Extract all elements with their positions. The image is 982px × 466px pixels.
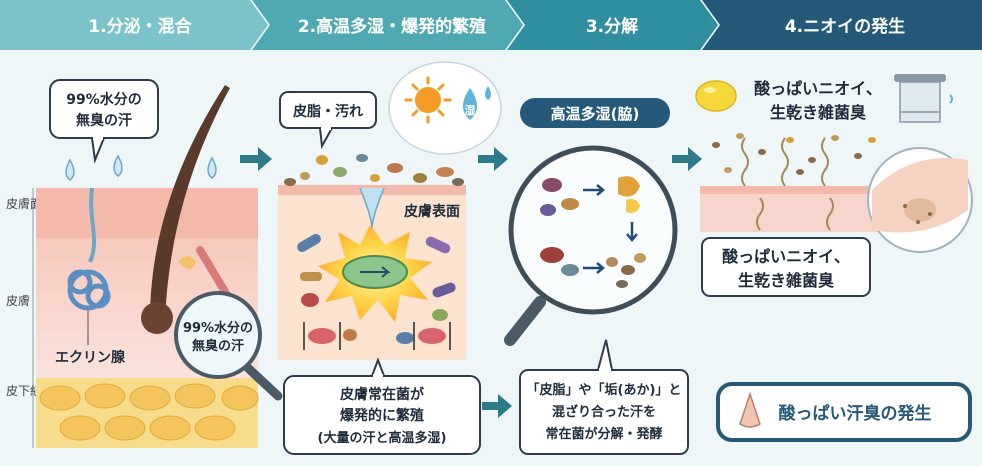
- lemon-icon: [695, 80, 737, 112]
- odor-waves: [741, 137, 834, 231]
- sweat-callout-line2: 無臭の汗: [76, 112, 132, 129]
- panel-3-decomposition: 高温多湿(脇) 「皮脂」や「垢(あか)」と: [504, 98, 689, 455]
- magnifier-icon: 99%水分の 無臭の汗: [174, 291, 283, 401]
- step-4-chevron: [702, 0, 982, 50]
- magnifier-line2: 無臭の汗: [192, 338, 244, 354]
- decomposition-bacteria: [540, 176, 646, 288]
- proliferation-caption-line2: 爆発的に繁殖: [340, 407, 424, 424]
- humidity-icon-label: 湿: [465, 103, 476, 117]
- armpit-title-badge: 高温多湿(脇): [520, 98, 670, 128]
- arrow-right-icon: [482, 394, 512, 418]
- skin-layer-surface-label: 皮膚面: [6, 196, 42, 211]
- proliferation-caption-line1: 皮膚常在菌が: [339, 386, 425, 403]
- proliferation-caption-line3: (大量の汗と高温多湿): [318, 430, 447, 446]
- dirt-callout-label: 皮脂・汚れ: [292, 103, 363, 120]
- weather-bubble: 湿: [388, 61, 502, 155]
- odor-mid-callout: 酸っぱいニオイ、 生乾き雑菌臭: [701, 237, 871, 297]
- sweat-drops: [65, 154, 217, 181]
- decomposition-caption-line2: 混ざり合った汗を: [552, 404, 656, 420]
- surface-particles: [284, 154, 464, 186]
- step-2-label: 2.高温多湿・爆発的繁殖: [298, 16, 486, 37]
- sweat-callout: 99%水分の 無臭の汗: [49, 79, 159, 164]
- process-arrows: [583, 184, 638, 274]
- decomposition-caption: 「皮脂」や「垢(あか)」と 混ざり合った汗を 常在菌が分解・発酵: [519, 339, 689, 455]
- step-2-chevron: [252, 0, 523, 50]
- arrow-right-icon: [240, 147, 272, 171]
- armpit-title: 高温多湿(脇): [551, 105, 640, 123]
- panel-4-odor: 酸っぱいニオイ、 生乾き雑菌臭: [695, 74, 973, 442]
- odor-top-line2: 生乾き雑菌臭: [770, 103, 866, 122]
- skin-epidermis: [36, 188, 258, 238]
- panel-1-secretion: 皮膚面 皮膚 皮下組織 エクリン腺: [6, 79, 283, 448]
- panel-2-proliferation: 皮膚表面 皮脂・汚れ: [278, 61, 502, 455]
- step-4-label: 4.ニオイの発生: [785, 16, 905, 37]
- mouth-fork-knife-icon: [303, 322, 451, 350]
- hair-follicle: [141, 302, 173, 334]
- step-header: 1.分泌・混合 2.高温多湿・爆発的繁殖 3.分解 4.ニオイの発生: [0, 0, 982, 50]
- nose-icon: [739, 391, 761, 428]
- odor-top-line1: 酸っぱいニオイ、: [754, 79, 882, 98]
- armpit-illustration: [867, 147, 973, 253]
- decomposition-caption-line3: 常在菌が分解・発酵: [545, 426, 662, 442]
- sweat-callout-line1: 99%水分の: [66, 91, 142, 108]
- step-1-chevron: [0, 0, 268, 50]
- bacteria: [297, 234, 456, 344]
- magnifier-line1: 99%水分の: [183, 320, 253, 336]
- humidity-drop-icon: 湿: [463, 86, 491, 120]
- odor-particles: [712, 133, 876, 175]
- fat-cells: [39, 383, 259, 441]
- odor-mid-line2: 生乾き雑菌臭: [738, 271, 834, 290]
- arrow-right-icon: [672, 147, 702, 171]
- result-badge: 酸っぱい汗臭の発生: [716, 382, 972, 442]
- towel-icon: [894, 74, 953, 123]
- odor-mid-line1: 酸っぱいニオイ、: [722, 247, 850, 266]
- step-3-chevron: [507, 0, 718, 50]
- step-1-label: 1.分泌・混合: [88, 16, 192, 37]
- skin-layer-dermis-label: 皮膚: [6, 293, 30, 308]
- magnifier-icon: [504, 145, 678, 346]
- result-label: 酸っぱい汗臭の発生: [779, 403, 932, 424]
- dirt-callout: 皮脂・汚れ: [279, 91, 377, 150]
- eccrine-gland-label: エクリン腺: [55, 349, 126, 366]
- skin-surface-label: 皮膚表面: [403, 203, 460, 220]
- eccrine-gland: [67, 269, 111, 311]
- arrow-right-icon: [478, 147, 508, 171]
- proliferation-caption: 皮膚常在菌が 爆発的に繁殖 (大量の汗と高温多湿): [283, 357, 481, 455]
- sun-icon: [404, 76, 452, 124]
- sebaceous-gland: [178, 256, 196, 269]
- decomposition-caption-line1: 「皮脂」や「垢(あか)」と: [527, 382, 682, 398]
- hair-shaft: [150, 85, 230, 320]
- sweat-duct: [88, 187, 97, 263]
- step-3-label: 3.分解: [586, 16, 638, 37]
